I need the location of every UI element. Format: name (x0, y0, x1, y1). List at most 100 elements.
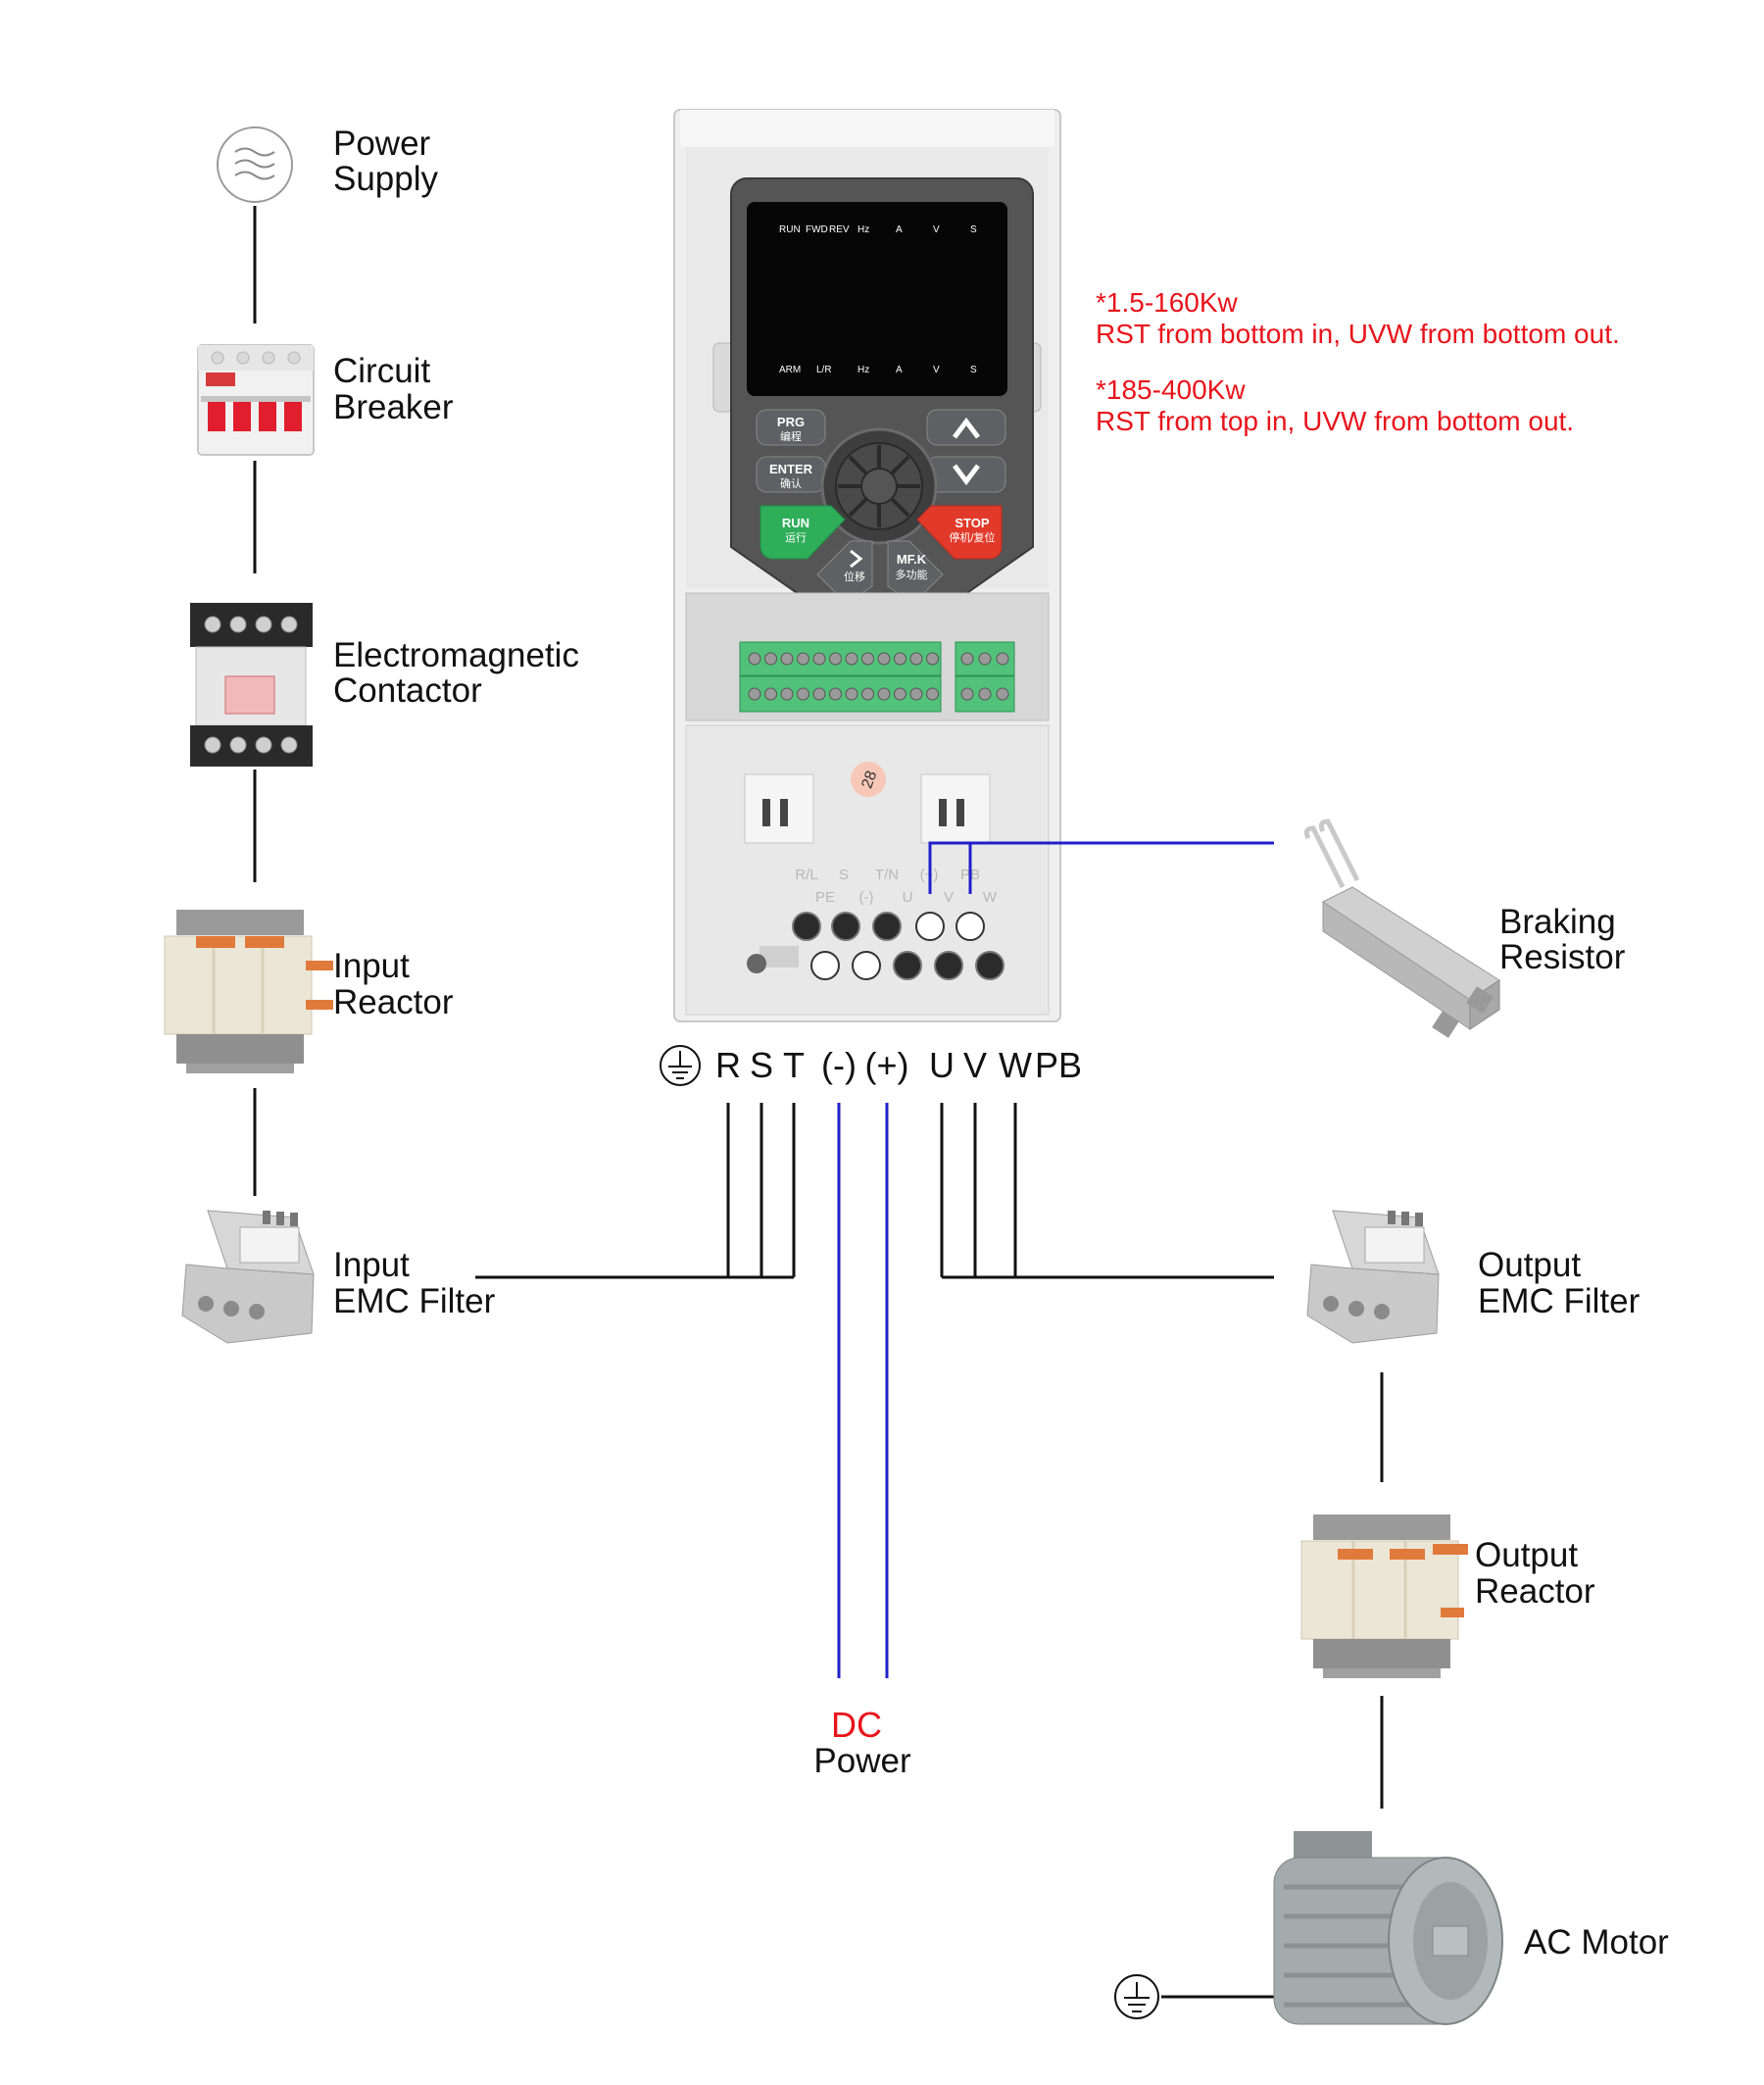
output-emc-filter-label-1: Output (1478, 1246, 1581, 1284)
stop-key-sublabel: 停机/复位 (949, 530, 995, 544)
dc-screw-1 (915, 912, 945, 941)
power-screw-top-1 (792, 912, 821, 941)
control-screw (845, 652, 858, 666)
control-screw (996, 652, 1009, 666)
input-reactor-label-1: Input (333, 947, 410, 985)
ind-arm: ARM (779, 365, 801, 375)
ind-fwd: FWD (806, 224, 828, 235)
control-screw (909, 687, 923, 701)
braking-resistor-label-1: Braking (1499, 903, 1616, 941)
power-screw-bottom-3 (975, 951, 1004, 980)
terminal-label-1: R (715, 1045, 741, 1085)
braking-resistor-wires (928, 841, 1274, 894)
terminal-label-8: W (999, 1045, 1032, 1085)
output-emc-filter-icon (1306, 1210, 1440, 1344)
ind-rev: REV (829, 224, 850, 235)
input-emc-filter-label-2: EMC Filter (333, 1282, 496, 1320)
control-screw (748, 687, 761, 701)
power-screw-top-3 (872, 912, 902, 941)
enter-key-label: ENTER (769, 462, 813, 476)
display-indicators-bottom: ARM L/R Hz A V S (779, 365, 977, 375)
bay-label-mid-2: (-) (859, 889, 874, 906)
mfk-key[interactable]: MF.K 多功能 (887, 540, 944, 605)
output-chain-wires (1161, 1372, 1384, 1999)
run-key[interactable]: RUN 运行 (760, 505, 846, 560)
note-range-2-desc: RST from top in, UVW from bottom out. (1096, 406, 1574, 436)
arrow-down-icon (953, 464, 980, 486)
control-screw (894, 652, 906, 666)
control-screw (978, 652, 992, 666)
output-wires (940, 1103, 1274, 1279)
control-screw (926, 687, 939, 701)
control-screw (764, 652, 777, 666)
shift-key-sublabel: 位移 (844, 570, 865, 583)
ind-hz2: Hz (858, 365, 869, 375)
terminal-label-5: (+) (865, 1045, 909, 1085)
power-supply-icon (217, 126, 293, 203)
dc-screw-2 (956, 912, 985, 941)
note-range-2: *185-400Kw (1096, 374, 1246, 405)
ind-v: V (933, 224, 940, 235)
jog-dial[interactable] (820, 427, 938, 545)
ind-hz: Hz (858, 224, 869, 235)
terminal-label-9: PB (1035, 1045, 1082, 1085)
output-emc-filter-label-2: EMC Filter (1478, 1282, 1641, 1320)
power-terminal-screws (792, 912, 1004, 980)
power-screw-open-2 (852, 951, 881, 980)
circuit-breaker-label-1: Circuit (333, 352, 430, 390)
ind-s: S (970, 224, 977, 235)
stop-key[interactable]: STOP 停机/复位 (916, 505, 1003, 560)
ind-a2: A (896, 365, 903, 375)
control-terminal-block (685, 592, 1050, 721)
enter-key-sublabel: 确认 (780, 477, 802, 490)
control-screw (829, 687, 842, 701)
output-reactor-label-1: Output (1475, 1536, 1578, 1574)
control-screw (748, 652, 761, 666)
control-screw (812, 652, 826, 666)
input-wires (475, 1103, 796, 1279)
power-screw-bottom-2 (934, 951, 963, 980)
output-reactor-icon (1300, 1514, 1468, 1678)
input-reactor-icon (164, 910, 333, 1073)
enter-key[interactable]: ENTER 确认 (756, 456, 826, 493)
control-screw (909, 652, 923, 666)
contactor-label-1: Electromagnetic (333, 636, 579, 674)
arrow-right-icon (850, 549, 863, 569)
arrow-up-icon (953, 417, 980, 439)
control-screw (877, 652, 891, 666)
bay-label-top-3: T/N (875, 867, 899, 883)
control-screw (960, 652, 974, 666)
note-range-1: *1.5-160Kw (1096, 287, 1239, 318)
note-range-1-desc: RST from bottom in, UVW from bottom out. (1096, 319, 1620, 349)
contactor-icon (190, 603, 313, 767)
control-screw (845, 687, 858, 701)
control-screw (861, 652, 874, 666)
ind-run: RUN (779, 224, 801, 235)
circuit-breaker-icon (197, 344, 315, 456)
terminal-label-4: (-) (821, 1045, 857, 1085)
power-screw-bottom-1 (893, 951, 922, 980)
ac-motor-label: AC Motor (1524, 1923, 1669, 1961)
power-screw-top-2 (831, 912, 860, 941)
control-screw (780, 652, 794, 666)
up-key[interactable] (926, 409, 1006, 446)
prg-key[interactable]: PRG 编程 (756, 409, 826, 446)
display-indicators-top: RUN FWD REV Hz A V S (779, 224, 977, 235)
mfk-key-sublabel: 多功能 (896, 568, 928, 581)
control-screw (861, 687, 874, 701)
input-reactor-label-2: Reactor (333, 983, 454, 1021)
ind-s2: S (970, 365, 977, 375)
prg-key-sublabel: 编程 (780, 429, 802, 443)
prg-key-label: PRG (777, 415, 805, 429)
output-reactor-label-2: Reactor (1475, 1572, 1595, 1611)
control-screw (996, 687, 1009, 701)
dc-bus-wires (837, 1103, 889, 1678)
bay-label-mid-5: W (983, 889, 998, 906)
power-label: Power (813, 1742, 911, 1780)
down-key[interactable] (926, 456, 1006, 493)
control-screw (960, 687, 974, 701)
control-screw (797, 652, 809, 666)
